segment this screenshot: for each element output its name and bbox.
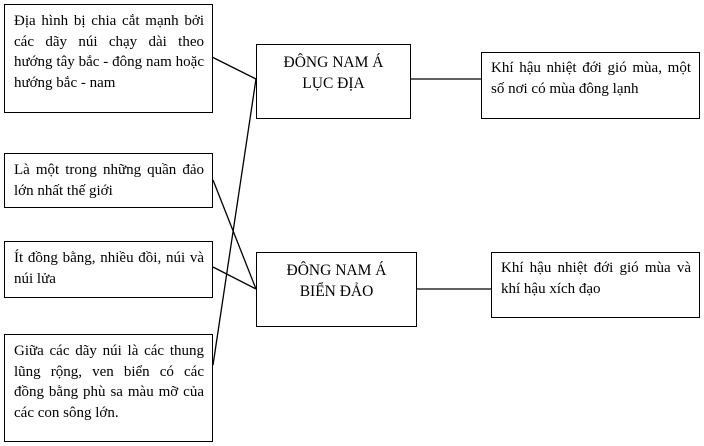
- box-archipelago: Là một trong những quần đảo lớn nhất thế…: [4, 153, 213, 208]
- box-text: Địa hình bị chia cắt mạnh bởi các dãy nú…: [14, 13, 204, 91]
- connector-terrain-to-mainland: [211, 56, 257, 80]
- box-few-plains: Ít đồng bằng, nhiều đồi, núi và núi lửa: [4, 241, 213, 298]
- box-southeast-asia-mainland: ĐÔNG NAM Á LỤC ĐỊA: [256, 44, 411, 119]
- box-title-line2: BIỂN ĐẢO: [299, 283, 374, 300]
- box-title-line1: ĐÔNG NAM Á: [286, 262, 387, 279]
- box-title-line1: ĐÔNG NAM Á: [283, 54, 384, 71]
- box-valleys-plains: Giữa các dãy núi là các thung lũng rộng,…: [4, 334, 213, 442]
- box-title: ĐÔNG NAM Á BIỂN ĐẢO: [257, 253, 416, 302]
- box-terrain-mainland: Địa hình bị chia cắt mạnh bởi các dãy nú…: [4, 4, 213, 113]
- connector-valleys-to-mainland: [212, 78, 257, 366]
- box-text: Khí hậu nhiệt đới gió mùa và khí hậu xíc…: [501, 260, 691, 297]
- box-islands-climate: Khí hậu nhiệt đới gió mùa và khí hậu xíc…: [491, 252, 700, 318]
- connector-fewplains-to-islands: [212, 266, 257, 290]
- box-mainland-climate: Khí hậu nhiệt đới gió mùa, một số nơi có…: [481, 52, 700, 119]
- connector-archipelago-to-islands: [212, 179, 257, 290]
- box-text: Giữa các dãy núi là các thung lũng rộng,…: [14, 343, 204, 421]
- box-title: ĐÔNG NAM Á LỤC ĐỊA: [257, 45, 410, 94]
- box-text: Khí hậu nhiệt đới gió mùa, một số nơi có…: [491, 60, 691, 97]
- box-title-line2: LỤC ĐỊA: [302, 75, 365, 92]
- box-text: Ít đồng bằng, nhiều đồi, núi và núi lửa: [14, 250, 204, 287]
- box-text: Là một trong những quần đảo lớn nhất thế…: [14, 162, 204, 199]
- box-southeast-asia-islands: ĐÔNG NAM Á BIỂN ĐẢO: [256, 252, 417, 327]
